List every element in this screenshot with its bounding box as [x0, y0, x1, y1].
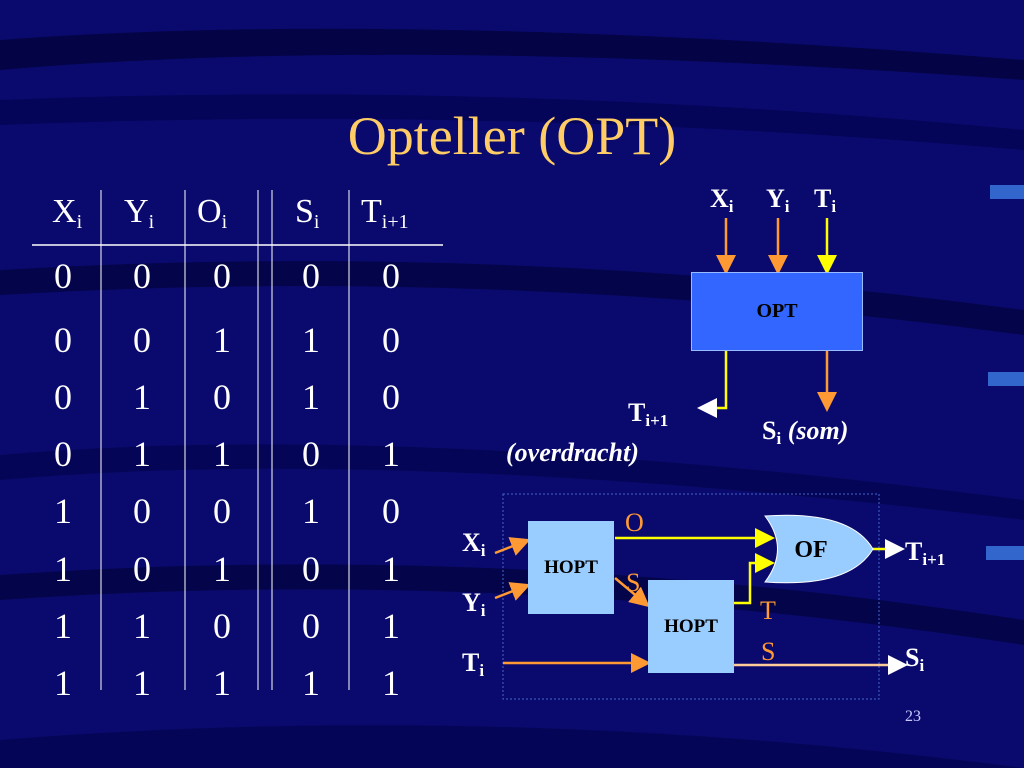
- hopt-box-1-label: HOPT: [544, 556, 598, 578]
- table-cell: 0: [133, 256, 151, 296]
- table-cell: 0: [54, 434, 72, 474]
- opt-sum-out: Si (som): [762, 416, 849, 448]
- table-cell: 1: [382, 434, 400, 474]
- table-cell: 1: [54, 606, 72, 646]
- header-si: Si: [295, 193, 320, 233]
- table-cell: 1: [302, 663, 320, 703]
- edge-tab: [986, 546, 1024, 560]
- wire-label-o: O: [625, 508, 644, 537]
- wire-label-s2: S: [761, 637, 776, 666]
- table-cell: 1: [213, 320, 231, 360]
- table-cell: 1: [382, 663, 400, 703]
- circuit-input-xi: Xi: [462, 528, 486, 560]
- wire-label-s1: S: [626, 568, 641, 597]
- table-cell: 1: [54, 491, 72, 531]
- header-xi: Xi: [52, 193, 83, 233]
- table-cell: 0: [213, 491, 231, 531]
- table-cell: 0: [382, 320, 400, 360]
- table-cell: 0: [213, 377, 231, 417]
- table-cell: 1: [133, 377, 151, 417]
- table-cell: 1: [302, 320, 320, 360]
- table-cell: 0: [302, 256, 320, 296]
- edge-tab: [990, 185, 1024, 199]
- edge-tab: [988, 372, 1024, 386]
- table-cell: 0: [54, 320, 72, 360]
- table-cell: 1: [54, 663, 72, 703]
- table-cell: 0: [54, 377, 72, 417]
- opt-input-ti: Ti: [814, 184, 837, 216]
- table-cell: 1: [54, 549, 72, 589]
- table-cell: 0: [133, 491, 151, 531]
- table-cell: 1: [213, 549, 231, 589]
- table-cell: 0: [213, 606, 231, 646]
- hopt-box-1: HOPT: [528, 521, 614, 614]
- page-number: 23: [905, 708, 921, 725]
- opt-box-label: OPT: [756, 300, 798, 322]
- table-cell: 1: [133, 434, 151, 474]
- table-cell: 0: [302, 606, 320, 646]
- opt-box: OPT: [691, 272, 863, 351]
- table-cell: 0: [382, 256, 400, 296]
- header-oi: Oi: [197, 193, 228, 233]
- table-cell: 0: [133, 549, 151, 589]
- table-cell: 0: [382, 491, 400, 531]
- wire-label-t: T: [760, 596, 776, 625]
- opt-input-xi: Xi: [710, 184, 734, 216]
- table-cell: 0: [302, 549, 320, 589]
- opt-carry-out: Ti+1: [628, 398, 669, 430]
- table-cell: 1: [213, 434, 231, 474]
- header-ti1: Ti+1: [361, 193, 409, 233]
- or-gate: [764, 514, 874, 584]
- table-cell: 0: [302, 434, 320, 474]
- table-cell: 1: [382, 606, 400, 646]
- or-gate-label: OF: [794, 536, 828, 563]
- table-cell: 0: [382, 377, 400, 417]
- table-cell: 0: [133, 320, 151, 360]
- table-cell: 1: [213, 663, 231, 703]
- table-cell: 1: [382, 549, 400, 589]
- circuit-boundary: [502, 493, 880, 700]
- circuit-output-si: Si: [905, 643, 925, 675]
- table-cell: 0: [213, 256, 231, 296]
- table-cell: 1: [302, 491, 320, 531]
- slide-title: Opteller (OPT): [347, 106, 677, 166]
- circuit-output-ti1: Ti+1: [905, 537, 946, 569]
- hopt-box-2: HOPT: [648, 580, 734, 673]
- table-cell: 0: [54, 256, 72, 296]
- opt-carry-note: (overdracht): [506, 438, 639, 467]
- circuit-input-ti: Ti: [462, 648, 485, 680]
- opt-input-yi: Yi: [766, 184, 790, 216]
- table-cell: 1: [133, 606, 151, 646]
- circuit-input-yi: Yi: [462, 588, 486, 620]
- table-cell: 1: [133, 663, 151, 703]
- table-cell: 1: [302, 377, 320, 417]
- opt-sum-note: (som): [787, 416, 849, 445]
- header-yi: Yi: [124, 193, 155, 233]
- hopt-box-2-label: HOPT: [664, 615, 718, 637]
